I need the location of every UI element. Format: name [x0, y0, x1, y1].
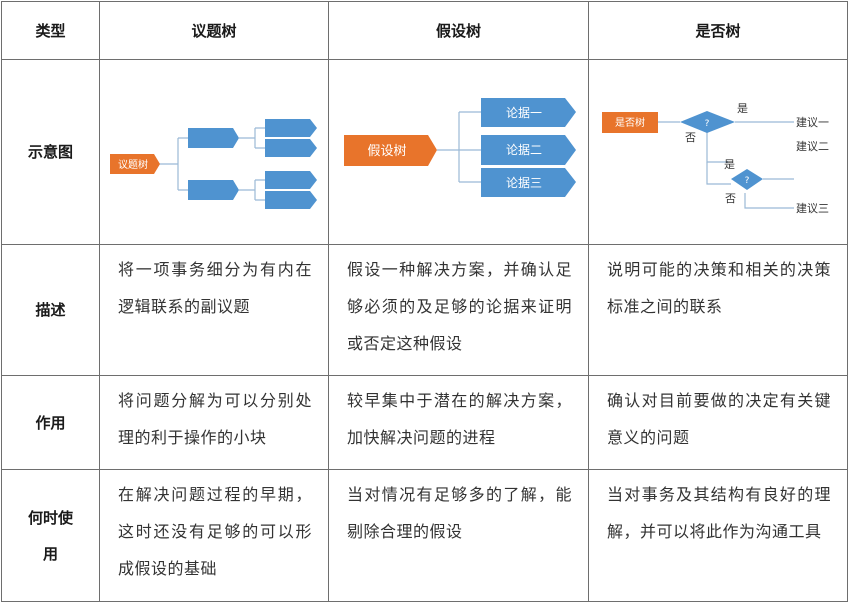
hypothesis-branch-node	[481, 98, 576, 127]
no-label: 否	[725, 192, 736, 205]
header-issue-tree: 议题树	[99, 1, 329, 60]
outcome-label: 建议二	[796, 139, 829, 153]
hypothesis-branch-label: 论据二	[506, 143, 542, 157]
hypothesis-branch-label: 论据一	[506, 106, 542, 120]
hypothesis-tree-when-to-use: 当对情况有足够多的了解，能剔除合理的假设	[328, 469, 589, 602]
header-row: 类型 议题树 假设树 是否树	[1, 1, 848, 60]
decision-diamond	[680, 111, 735, 133]
issue-level2-node	[265, 119, 317, 137]
header-yes-no-tree: 是否树	[588, 1, 848, 60]
hypothesis-tree-description: 假设一种解决方案，并确认足够必须的及足够的论据来证明或否定这种假设	[328, 244, 589, 376]
description-row: 描述 将一项事务细分为有内在逻辑联系的副议题 假设一种解决方案，并确认足够必须的…	[1, 244, 848, 376]
yes-label: 是	[737, 102, 748, 115]
hypothesis-tree-diagram: 假设树 论据一 论据二 论据三	[328, 59, 589, 245]
diagram-row: 示意图 议题树	[1, 59, 848, 245]
yes-no-tree-svg: 是否树 ? 是 否 建议一 ? 是 建议二 否 建议三	[602, 102, 829, 215]
yes-no-tree-description: 说明可能的决策和相关的决策标准之间的联系	[588, 244, 848, 376]
hypothesis-branch-node	[481, 168, 576, 197]
row-label-when-to-use: 何时使用	[1, 469, 100, 602]
header-hypothesis-tree: 假设树	[328, 1, 589, 60]
row-label-diagram: 示意图	[1, 59, 100, 245]
issue-tree-svg: 议题树	[110, 119, 317, 209]
decision-diamond	[731, 169, 763, 190]
issue-level2-node	[265, 191, 317, 209]
yes-no-tree-purpose: 确认对目前要做的决定有关键意义的问题	[588, 375, 848, 470]
hypothesis-branch-label: 论据三	[506, 176, 542, 190]
yes-no-root-shape	[602, 112, 658, 133]
outcome-label: 建议三	[796, 201, 829, 215]
issue-level1-node	[188, 128, 239, 148]
issue-root-label: 议题树	[118, 158, 148, 171]
issue-tree-purpose: 将问题分解为可以分别处理的利于操作的小块	[99, 375, 329, 470]
outcome-label: 建议一	[796, 115, 829, 129]
hypothesis-tree-svg: 假设树 论据一 论据二 论据三	[344, 98, 576, 197]
issue-level2-node	[265, 171, 317, 189]
hypothesis-tree-purpose: 较早集中于潜在的解决方案，加快解决问题的进程	[328, 375, 589, 470]
yes-no-tree-when-to-use: 当对事务及其结构有良好的理解，并可以将此作为沟通工具	[588, 469, 848, 602]
issue-level1-node	[188, 180, 239, 200]
issue-tree-diagram: 议题树	[99, 59, 329, 245]
issue-tree-description: 将一项事务细分为有内在逻辑联系的副议题	[99, 244, 329, 376]
decision-mark: ?	[745, 176, 750, 186]
hypothesis-root-label: 假设树	[367, 144, 406, 159]
header-type: 类型	[1, 1, 100, 60]
issue-tree-when-to-use: 在解决问题过程的早期，这时还没有足够的可以形成假设的基础	[99, 469, 329, 602]
no-label: 否	[685, 131, 696, 144]
issue-root-shape	[110, 154, 160, 174]
yes-no-tree-diagram: 是否树 ? 是 否 建议一 ? 是 建议二 否 建议三	[588, 59, 848, 245]
purpose-row: 作用 将问题分解为可以分别处理的利于操作的小块 较早集中于潜在的解决方案，加快解…	[1, 375, 848, 470]
hypothesis-branch-node	[481, 135, 576, 165]
yes-no-root-label: 是否树	[615, 116, 645, 129]
row-label-purpose: 作用	[1, 375, 100, 470]
row-label-description: 描述	[1, 244, 100, 376]
issue-level2-node	[265, 139, 317, 157]
yes-label: 是	[724, 158, 735, 171]
when-to-use-row: 何时使用 在解决问题过程的早期，这时还没有足够的可以形成假设的基础 当对情况有足…	[1, 469, 848, 602]
hypothesis-root-shape	[344, 135, 437, 166]
decision-mark: ?	[705, 119, 710, 129]
